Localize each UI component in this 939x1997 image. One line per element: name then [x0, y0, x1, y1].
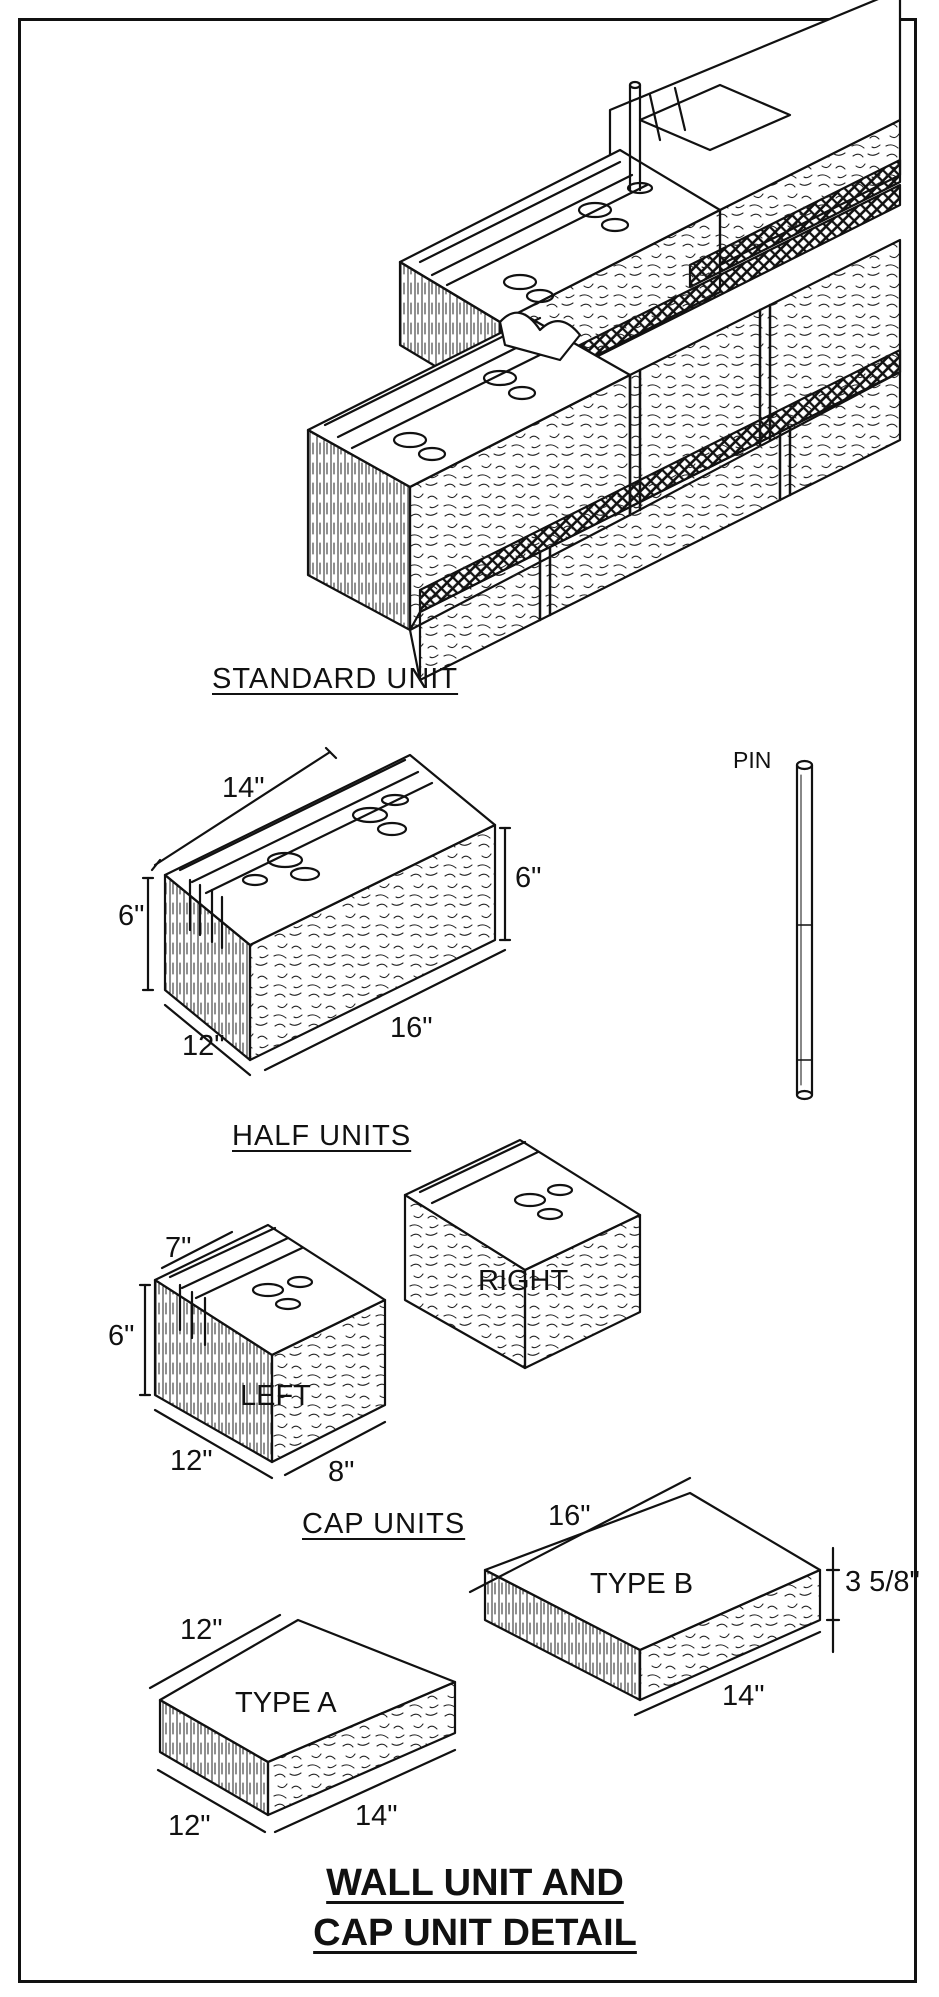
half-unit-left-illustration	[138, 1223, 387, 1480]
half-unit-right-illustration	[403, 1138, 642, 1370]
drawing-title-line-1: WALL UNIT AND	[326, 1862, 624, 1904]
dim-capb-top: 16"	[548, 1500, 591, 1532]
dim-std-length-top: 14"	[222, 772, 265, 804]
left-half-label: LEFT	[240, 1380, 311, 1412]
cap-unit-type-a-illustration	[148, 1613, 457, 1834]
dim-half-length: 8"	[328, 1456, 355, 1488]
dim-capb-bottom: 14"	[722, 1680, 765, 1712]
dim-std-width: 12"	[182, 1030, 225, 1062]
dim-std-height-right: 6"	[515, 862, 542, 894]
drawing-border	[18, 18, 917, 1983]
cap-unit-type-b-illustration	[468, 1476, 841, 1717]
dim-capb-height: 3 5/8"	[845, 1566, 920, 1598]
dim-capa-width: 12"	[168, 1810, 211, 1842]
pin-illustration	[795, 759, 814, 1101]
type-a-label: TYPE A	[235, 1687, 337, 1719]
type-b-label: TYPE B	[590, 1568, 694, 1600]
wall-assembly-illustration	[306, 0, 902, 682]
dim-std-height-left: 6"	[118, 900, 145, 932]
section-label-cap-units: CAP UNITS	[302, 1508, 466, 1540]
dim-half-top: 7"	[165, 1232, 192, 1264]
right-half-label: RIGHT	[478, 1265, 569, 1297]
dim-half-height: 6"	[108, 1320, 135, 1352]
section-label-half-units: HALF UNITS	[232, 1120, 412, 1152]
section-label-standard-unit: STANDARD UNIT	[212, 663, 459, 695]
dim-std-length: 16"	[390, 1012, 433, 1044]
dim-capa-length: 14"	[355, 1800, 398, 1832]
pin-label: PIN	[733, 747, 772, 773]
dim-half-width: 12"	[170, 1445, 213, 1477]
standard-unit-illustration	[141, 746, 512, 1077]
drawing-title-line-2: CAP UNIT DETAIL	[313, 1912, 637, 1954]
dim-capa-top: 12"	[180, 1614, 223, 1646]
